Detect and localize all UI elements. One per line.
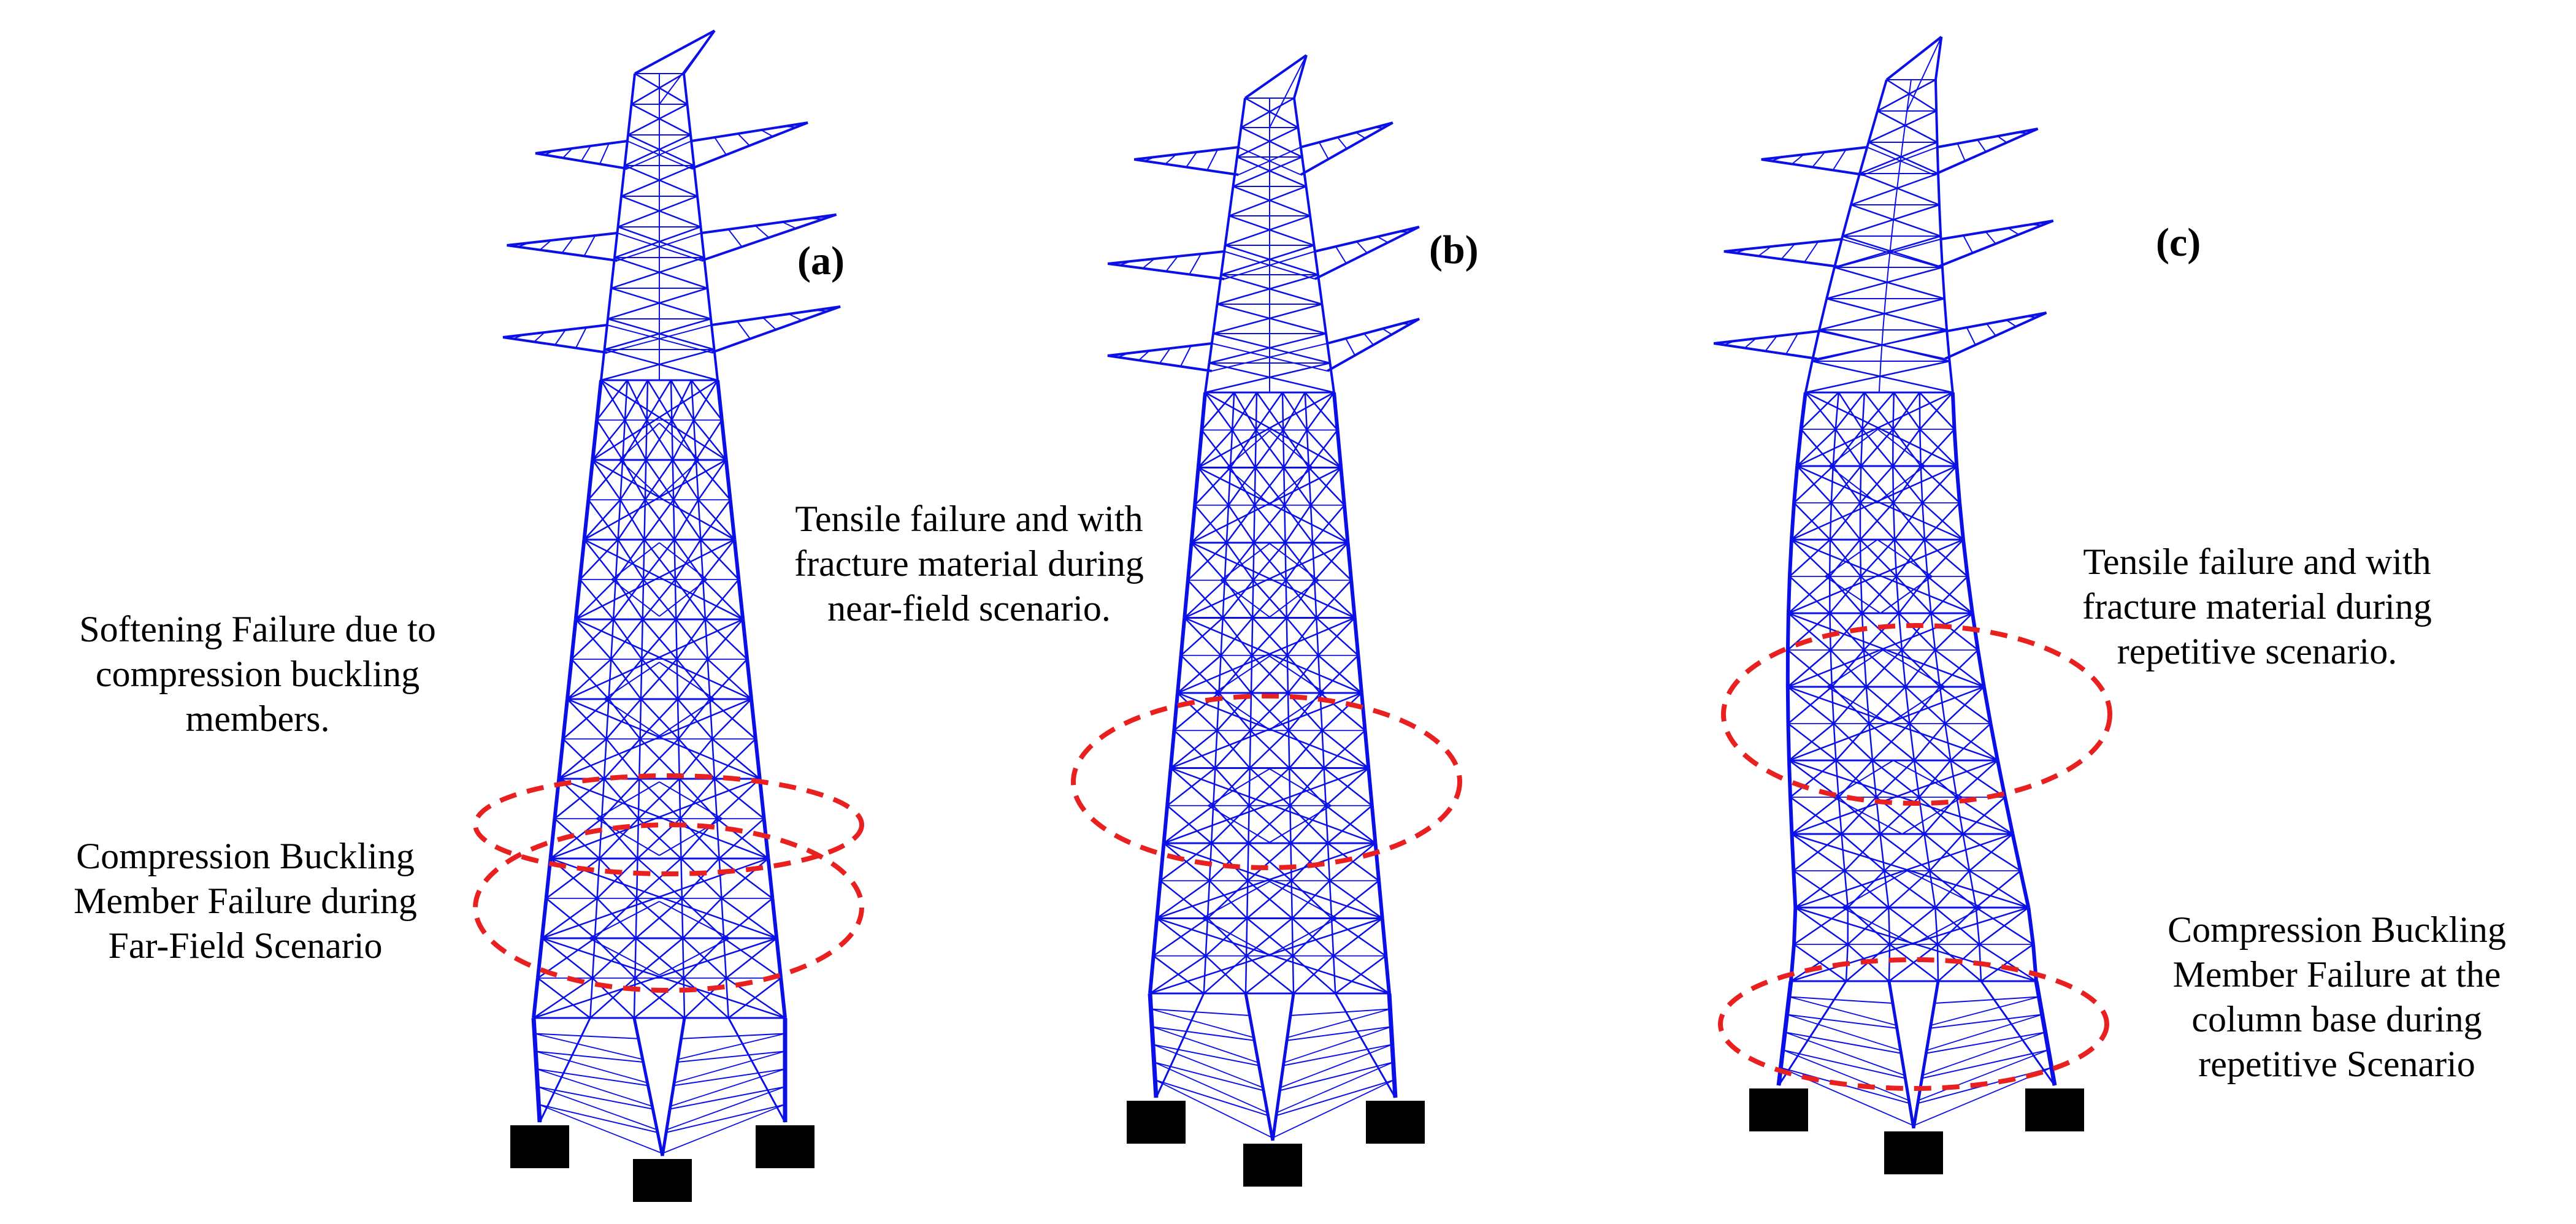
failure-zone-ellipse: [1071, 694, 1462, 870]
annotation-line: Member Failure during: [74, 881, 417, 921]
annotation-line: compression buckling: [95, 654, 420, 694]
panel-label-a: (a): [797, 239, 845, 283]
panel-label-c: (c): [2156, 220, 2201, 265]
foundation-block-right: [756, 1125, 815, 1168]
failure-zone-ellipse: [473, 773, 864, 876]
tower-b: [1107, 54, 1420, 1141]
annotation-repetitive-base-buckling: Compression Buckling Member Failure at t…: [2110, 908, 2564, 1087]
foundation-block-left: [510, 1125, 569, 1168]
foundation-block-left: [1127, 1101, 1186, 1144]
annotation-line: members.: [185, 698, 330, 739]
annotation-line: Tensile failure and with: [795, 499, 1143, 539]
foundation-block-right: [1366, 1101, 1425, 1144]
annotation-line: Far-Field Scenario: [108, 925, 383, 966]
annotation-line: fracture material during: [2082, 586, 2432, 627]
annotation-line: Compression Buckling: [76, 836, 415, 876]
foundation-block-center: [1884, 1131, 1943, 1174]
annotation-line: repetitive Scenario: [2198, 1044, 2475, 1084]
annotation-line: Tensile failure and with: [2083, 541, 2431, 582]
annotation-line: Softening Failure due to: [79, 609, 436, 649]
annotation-line: Compression Buckling: [2168, 909, 2506, 950]
foundation-block-left: [1749, 1088, 1808, 1131]
annotation-line: Member Failure at the: [2172, 954, 2501, 995]
annotation-line: repetitive scenario.: [2117, 631, 2398, 671]
annotation-repetitive-tensile: Tensile failure and with fracture materi…: [2036, 540, 2478, 674]
foundation-block-center: [1243, 1144, 1302, 1187]
failure-zone-ellipse: [1718, 957, 2109, 1091]
failure-zone-ellipse: [1721, 623, 2112, 806]
annotation-line: fracture material during: [794, 543, 1144, 584]
annotation-far-field-buckling: Compression Buckling Member Failure duri…: [12, 834, 478, 968]
annotation-softening-failure: Softening Failure due to compression buc…: [37, 607, 478, 741]
annotation-line: near-field scenario.: [827, 588, 1111, 629]
annotation-line: column base during: [2191, 999, 2482, 1039]
foundation-block-center: [633, 1159, 692, 1202]
foundation-block-right: [2025, 1088, 2084, 1131]
annotation-near-field-tensile: Tensile failure and with fracture materi…: [748, 497, 1190, 631]
panel-label-b: (b): [1429, 228, 1479, 272]
failure-zone-ellipse: [473, 822, 864, 993]
tower-c: [1713, 36, 2057, 1129]
